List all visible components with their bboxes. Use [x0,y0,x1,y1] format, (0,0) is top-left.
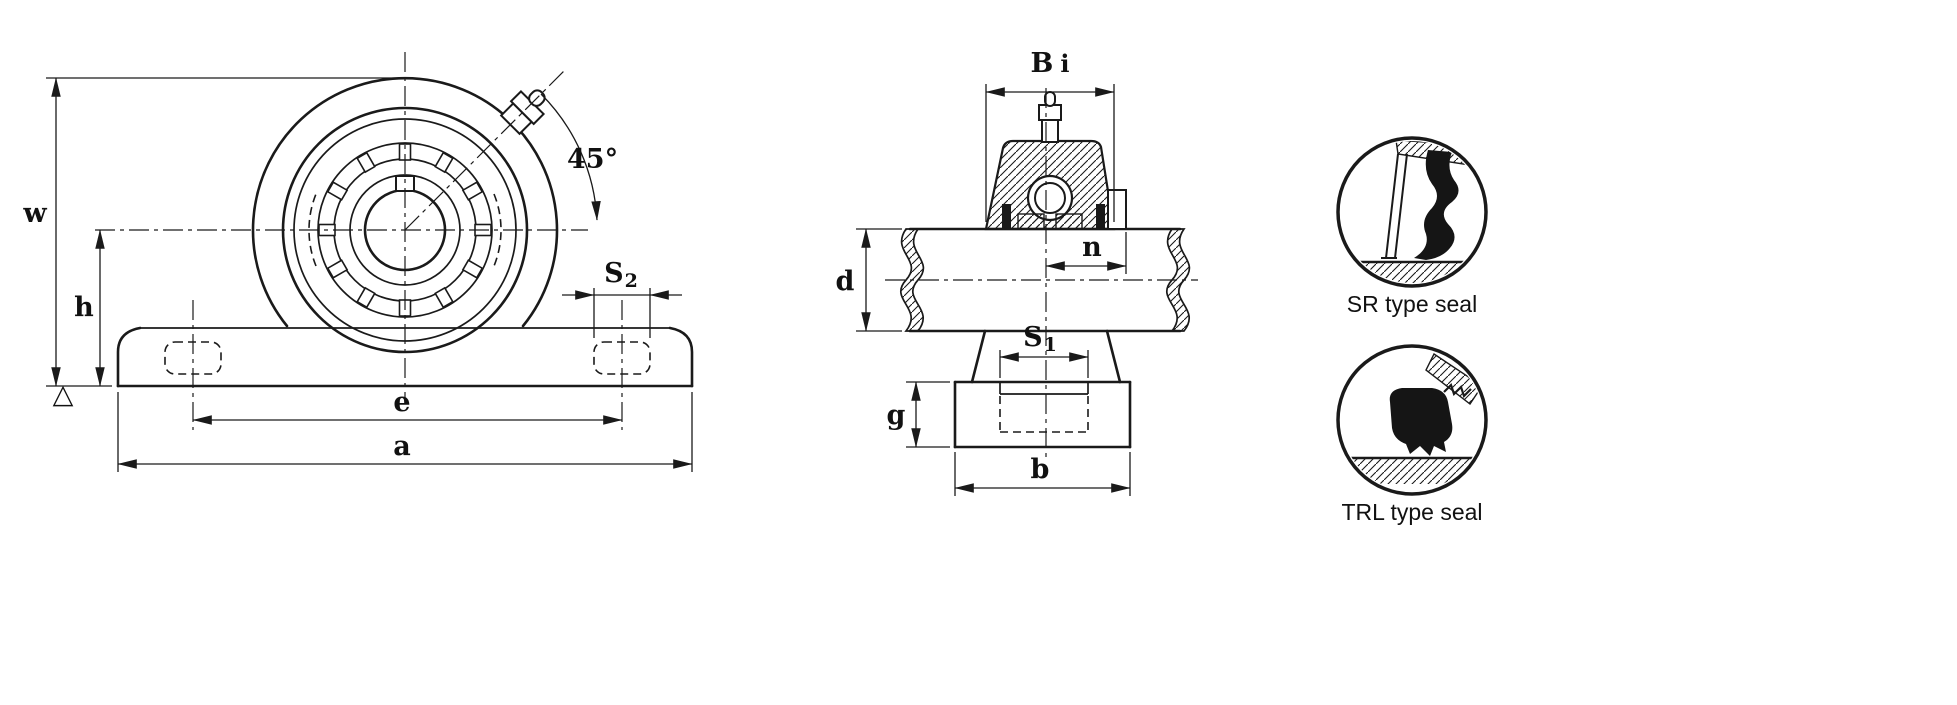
dim-a: a [117,392,693,472]
fitting-hex [1038,104,1062,121]
dim-label-n: n [1082,232,1102,263]
grease-fitting-side [1038,91,1062,143]
lockwasher-tab [434,286,454,309]
shaft-break-right [1165,228,1191,332]
lockwasher-tab [461,259,484,279]
seal-section-left [1002,204,1011,228]
bearing-ball [1034,182,1066,214]
inner-ring-section-right [1055,213,1083,230]
slot-hidden-lines [999,396,1089,433]
hidden-seal-arc-right [493,193,502,267]
datum-symbol: △ [53,379,74,410]
pillow-body-side [953,329,1132,449]
dim-label-w: w [22,198,47,229]
lockwasher-tab [326,259,349,279]
dim-s2: S2 [562,258,682,338]
front-view: 45° w △ h S2 e [22,52,694,472]
inner-ring-section-left [1017,213,1045,230]
dim-label-a: a [393,431,411,462]
sr-seal-label: SR type seal [1347,291,1477,317]
trl-spring [1443,382,1472,399]
dim-label-s2: S2 [604,258,638,292]
sr-flinger [1381,153,1408,259]
dim-label-s1: S1 [1023,322,1057,356]
trl-seal-profile [1389,388,1453,456]
dim-s1: S1 [999,322,1089,378]
housing-cap-section [984,91,1127,231]
lockwasher-tab [356,286,376,309]
dim-label-g: g [887,400,906,431]
set-screw-boss [1107,189,1127,230]
dim-w: w △ [22,77,398,410]
dim-e: e [192,387,623,425]
lockwasher-tab [434,151,454,174]
dim-d: d [836,228,902,332]
centerlines-front [95,52,623,430]
dim-label-e: e [393,387,410,418]
shaft [899,227,1191,333]
angle-centerline-45 [404,70,565,231]
sr-seal-profile [1414,150,1459,260]
base-right-edge [668,326,694,388]
seal-section-right [1096,204,1105,228]
dim-h: h [74,229,105,387]
dim-label-h: h [74,292,94,323]
hidden-seal-arc-left [308,193,317,267]
dim-g: g [887,381,950,448]
dim-label-b: b [1031,454,1050,485]
angle-arc [540,93,601,221]
dim-label-45: 45° [567,144,618,175]
cap-hatched-body [984,139,1116,231]
lockwasher-tab [356,151,376,174]
dim-n: n [1045,232,1127,274]
lockwasher-tab [461,181,484,201]
trl-seal-label: TRL type seal [1341,499,1482,525]
body-left-slant [970,329,987,384]
dim-b: b [954,452,1131,496]
dim-label-d: d [836,266,855,297]
fitting-stem [1041,119,1059,143]
lockwasher-tab [326,181,349,201]
seal-detail-trl: TRL type seal [1336,344,1488,525]
centerlines-side [885,88,1198,462]
base-left-edge [116,326,142,388]
seal-detail-sr: SR type seal [1336,136,1488,317]
slot-step [999,382,1089,395]
body-right-slant [1105,329,1122,384]
